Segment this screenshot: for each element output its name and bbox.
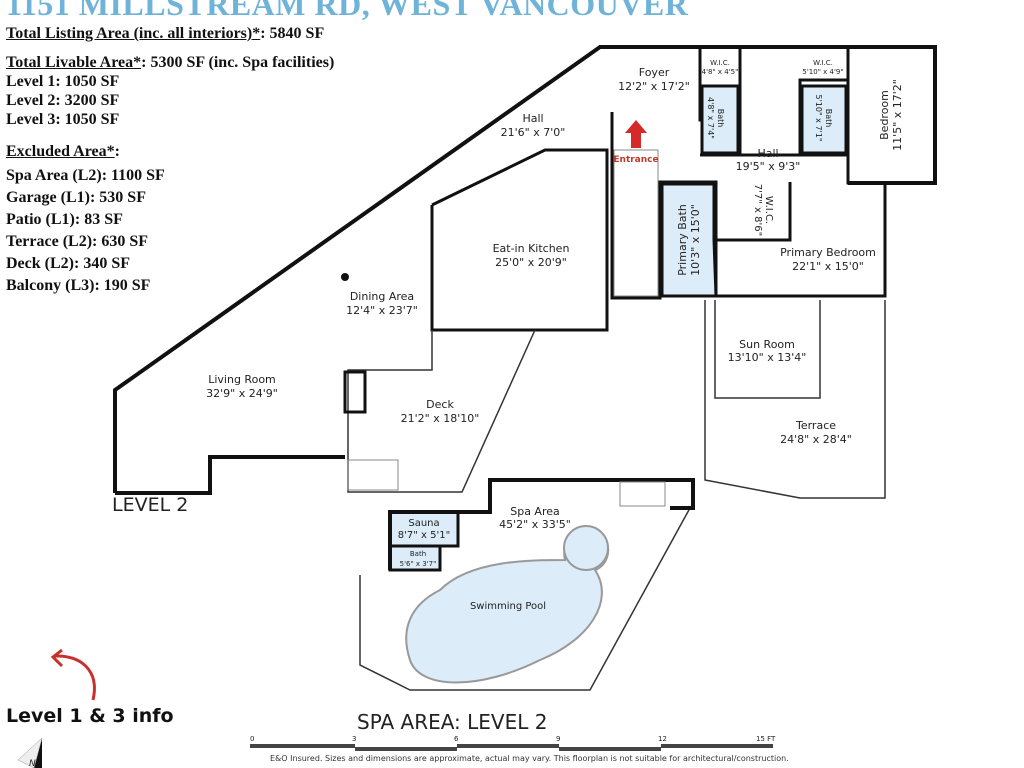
room-terrace: Terrace [795, 419, 836, 432]
room-foyer: Foyer [639, 66, 670, 79]
room-bath-dim: 4'8" x 7'4" [706, 97, 715, 139]
total-listing-area: Total Listing Area (inc. all interiors)*… [6, 25, 325, 42]
room-dining-dim: 12'4" x 23'7" [346, 304, 418, 317]
scale-tick: 3 [352, 735, 356, 743]
excluded-area: Patio (L1): 83 SF [6, 211, 123, 228]
scale-tick: 0 [250, 735, 254, 743]
swimming-pool [405, 528, 610, 684]
room-primary-bath-dim: 10'3" x 15'0" [689, 204, 702, 276]
level-area: Level 3: 1050 SF [6, 111, 120, 128]
spa-hot-tub [563, 525, 609, 571]
room-wic: W.I.C. [763, 196, 774, 224]
entrance-arrow-icon [625, 120, 647, 148]
room-hall: Hall [522, 112, 543, 125]
room-terrace-dim: 24'8" x 28'4" [780, 433, 852, 446]
room-hall-dim: 19'5" x 9'3" [736, 160, 801, 173]
room-kitchen: Eat-in Kitchen [493, 242, 570, 255]
room-wic: W.I.C. [813, 59, 833, 67]
room-bath-dim: 5'6" x 3'7" [400, 560, 437, 568]
room-bedroom-dim: 11'5" x 17'2" [891, 79, 904, 151]
column [341, 273, 349, 281]
room-hall: Hall [757, 147, 778, 160]
room-bath-dim: 5'10" x 7'1" [814, 94, 823, 141]
room-kitchen-dim: 25'0" x 20'9" [495, 256, 567, 269]
room-sauna-dim: 8'7" x 5'1" [398, 530, 450, 541]
excluded-area: Garage (L1): 530 SF [6, 189, 146, 206]
disclaimer: E&O Insured. Sizes and dimensions are ap… [270, 754, 789, 763]
curved-arrow-head [50, 648, 64, 668]
entrance-label: Entrance [613, 155, 658, 165]
excluded-area-heading: Excluded Area*: [6, 143, 120, 160]
excluded-area: Spa Area (L2): 1100 SF [6, 167, 165, 184]
room-primary-bath: Primary Bath [676, 204, 689, 276]
room-bedroom: Bedroom [878, 90, 891, 140]
room-spa: Spa Area [510, 505, 560, 518]
compass-icon: N [17, 737, 43, 768]
spa-level-label: SPA AREA: LEVEL 2 [357, 710, 548, 734]
room-spa-dim: 45'2" x 33'5" [499, 518, 571, 531]
area-summary: Total Listing Area (inc. all interiors)*… [6, 24, 334, 297]
room-primary-bedroom-dim: 22'1" x 15'0" [792, 260, 864, 273]
room-sun-room: Sun Room [739, 338, 795, 351]
room-wic-dim: 4'8" x 4'5" [702, 68, 739, 76]
room-pool: Swimming Pool [470, 601, 546, 612]
wet-rooms [388, 84, 848, 572]
excluded-area: Balcony (L3): 190 SF [6, 277, 151, 294]
level-area: Level 1: 1050 SF [6, 73, 120, 90]
spa-wall [388, 478, 695, 570]
room-wic: W.I.C. [710, 59, 730, 67]
curved-arrow-icon [54, 654, 96, 701]
scale-tick: 9 [556, 735, 560, 743]
room-hall-dim: 21'6" x 7'0" [501, 126, 566, 139]
room-wic-dim: 5'10" x 4'9" [802, 68, 843, 76]
room-living: Living Room [208, 373, 276, 386]
level-info-link[interactable]: Level 1 & 3 info [6, 705, 174, 727]
room-primary-bedroom: Primary Bedroom [780, 246, 876, 259]
room-bath: Bath [824, 109, 833, 128]
room-foyer-dim: 12'2" x 17'2" [618, 80, 690, 93]
excluded-area: Terrace (L2): 630 SF [6, 233, 149, 250]
room-sun-room-dim: 13'10" x 13'4" [728, 351, 807, 364]
outdoor-outlines [347, 300, 886, 691]
scale-tick: 6 [454, 735, 459, 743]
room-deck-dim: 21'2" x 18'10" [401, 412, 480, 425]
room-bath: Bath [716, 109, 725, 128]
property-address-title: 1151 MILLSTREAM RD, WEST VANCOUVER [6, 0, 689, 22]
stairs [343, 149, 666, 507]
room-labels: Foyer 12'2" x 17'2" Hall 21'6" x 7'0" W.… [206, 59, 904, 612]
room-wic-dim: 7'7" x 8'6" [752, 184, 763, 236]
room-deck: Deck [426, 398, 454, 411]
compass-label: N [29, 759, 36, 768]
room-sauna: Sauna [408, 518, 439, 529]
scale-tick: 12 [658, 735, 667, 743]
scale-bar: 0 3 6 9 12 15 FT [250, 735, 776, 751]
room-living-dim: 32'9" x 24'9" [206, 387, 278, 400]
total-livable-area: Total Livable Area*: 5300 SF (inc. Spa f… [6, 54, 335, 71]
scale-tick: 15 FT [756, 735, 776, 743]
room-bath: Bath [410, 550, 426, 558]
level-area: Level 2: 3200 SF [6, 92, 120, 109]
room-dining: Dining Area [350, 290, 414, 303]
level-2-label: LEVEL 2 [112, 494, 189, 516]
excluded-area: Deck (L2): 340 SF [6, 255, 130, 272]
